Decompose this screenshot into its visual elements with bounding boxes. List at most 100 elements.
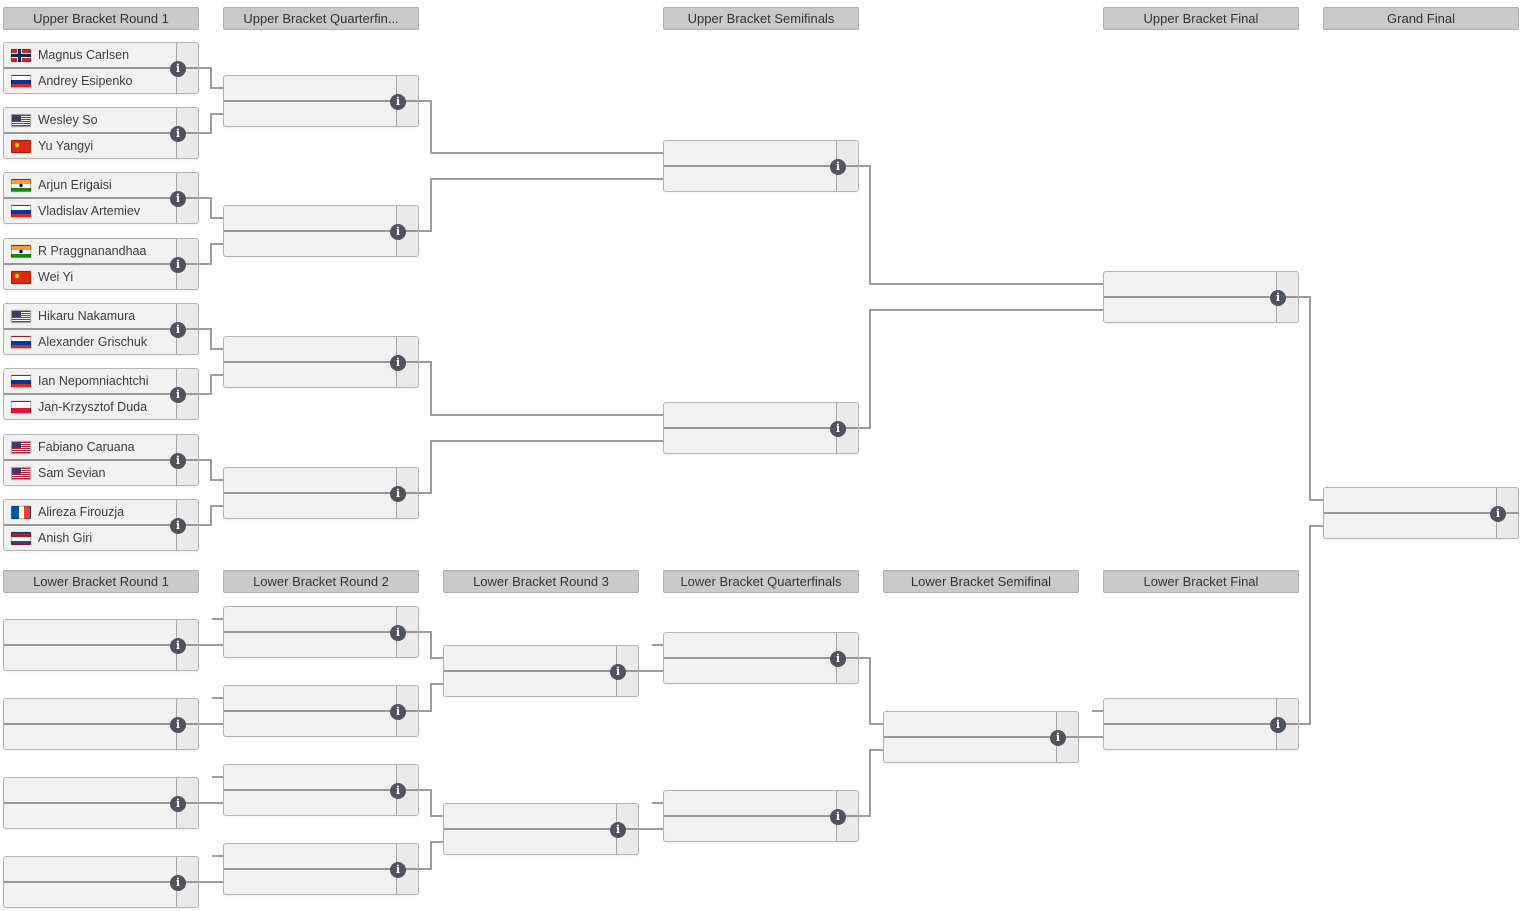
player-slot xyxy=(4,646,177,670)
info-icon[interactable]: i xyxy=(390,224,406,240)
flag-india-icon xyxy=(11,244,31,258)
player-name: Andrey Esipenko xyxy=(38,74,133,88)
info-icon[interactable]: i xyxy=(390,94,406,110)
connector-line xyxy=(210,505,223,507)
connector-line xyxy=(419,492,432,494)
player-slot xyxy=(224,712,397,736)
flag-india-icon xyxy=(11,178,31,192)
info-icon[interactable]: i xyxy=(170,638,186,654)
match-lb-qf-2: i xyxy=(663,790,859,842)
connector-line xyxy=(1309,296,1311,501)
match-divider xyxy=(224,100,418,102)
match-ub-qf-4: i xyxy=(223,467,419,519)
info-icon[interactable]: i xyxy=(830,809,846,825)
info-icon[interactable]: i xyxy=(390,355,406,371)
info-icon[interactable]: i xyxy=(830,421,846,437)
match-divider xyxy=(224,710,418,712)
connector-line xyxy=(430,178,432,232)
info-icon[interactable]: i xyxy=(830,159,846,175)
info-icon[interactable]: i xyxy=(170,191,186,207)
info-icon[interactable]: i xyxy=(1270,290,1286,306)
info-icon[interactable]: i xyxy=(170,796,186,812)
flag-usa-icon xyxy=(11,113,31,127)
flag-china-icon xyxy=(11,139,31,153)
info-icon[interactable]: i xyxy=(610,664,626,680)
info-icon[interactable]: i xyxy=(170,875,186,891)
round-header-lower-1: Lower Bracket Round 1 xyxy=(3,570,199,593)
player-name: Alexander Grischuk xyxy=(38,335,148,349)
player-slot: Alireza Firouzja xyxy=(4,500,177,524)
round-header-lower-2: Lower Bracket Round 2 xyxy=(223,570,419,593)
round-header-lower-6: Lower Bracket Final xyxy=(1103,570,1299,593)
player-slot: Wei Yi xyxy=(4,265,177,289)
info-icon[interactable]: i xyxy=(830,651,846,667)
connector-line xyxy=(199,328,212,330)
connector-line xyxy=(199,393,212,395)
flag-poland-icon xyxy=(11,400,31,414)
connector-line xyxy=(430,683,432,712)
player-slot xyxy=(884,738,1057,762)
connector-line xyxy=(199,132,212,134)
player-slot xyxy=(224,844,397,868)
info-icon[interactable]: i xyxy=(170,518,186,534)
info-icon[interactable]: i xyxy=(170,61,186,77)
connector-line xyxy=(430,841,443,843)
player-slot xyxy=(1104,272,1277,296)
match-divider xyxy=(1104,723,1298,725)
info-icon[interactable]: i xyxy=(170,257,186,273)
connector-line xyxy=(210,348,223,350)
info-icon[interactable]: i xyxy=(390,704,406,720)
match-lb-sf-1: i xyxy=(883,711,1079,763)
connector-line xyxy=(210,243,212,265)
player-slot xyxy=(224,791,397,815)
match-divider xyxy=(224,230,418,232)
info-icon[interactable]: i xyxy=(170,453,186,469)
match-ub-final-1: i xyxy=(1103,271,1299,323)
info-icon[interactable]: i xyxy=(610,822,626,838)
connector-line xyxy=(199,197,212,199)
info-icon[interactable]: i xyxy=(1050,730,1066,746)
info-icon[interactable]: i xyxy=(1490,506,1506,522)
player-slot: Ian Nepomniachtchi xyxy=(4,369,177,393)
player-slot xyxy=(224,232,397,256)
info-icon[interactable]: i xyxy=(390,486,406,502)
player-slot xyxy=(224,102,397,126)
player-name: Wei Yi xyxy=(38,270,74,284)
match-lb-r3-2: i xyxy=(443,803,639,855)
info-icon[interactable]: i xyxy=(390,862,406,878)
connector-line xyxy=(1079,736,1103,738)
connector-line xyxy=(199,802,223,804)
player-slot xyxy=(4,620,177,644)
connector-line xyxy=(210,217,223,219)
info-icon[interactable]: i xyxy=(170,717,186,733)
match-divider xyxy=(884,736,1078,738)
player-slot xyxy=(664,429,837,453)
connector-line xyxy=(199,67,212,69)
connector-line xyxy=(430,440,663,442)
info-icon[interactable]: i xyxy=(170,387,186,403)
connector-line xyxy=(1092,710,1103,712)
player-slot xyxy=(664,817,837,841)
connector-line xyxy=(1309,499,1323,501)
player-name: Ian Nepomniachtchi xyxy=(38,374,149,388)
flag-russia-icon xyxy=(11,204,31,218)
match-lb-r2-1: i xyxy=(223,606,419,658)
round-header-lower-4: Lower Bracket Quarterfinals xyxy=(663,570,859,593)
connector-line xyxy=(639,670,663,672)
player-slot xyxy=(224,363,397,387)
player-slot: Vladislav Artemiev xyxy=(4,199,177,223)
connector-line xyxy=(419,361,432,363)
info-icon[interactable]: i xyxy=(390,783,406,799)
info-icon[interactable]: i xyxy=(170,126,186,142)
connector-line xyxy=(869,749,871,817)
info-icon[interactable]: i xyxy=(390,625,406,641)
player-slot xyxy=(224,765,397,789)
match-lb-r1-4: i xyxy=(3,856,199,908)
player-name: Sam Sevian xyxy=(38,466,106,480)
connector-line xyxy=(199,459,212,461)
info-icon[interactable]: i xyxy=(170,322,186,338)
info-icon[interactable]: i xyxy=(1270,717,1286,733)
